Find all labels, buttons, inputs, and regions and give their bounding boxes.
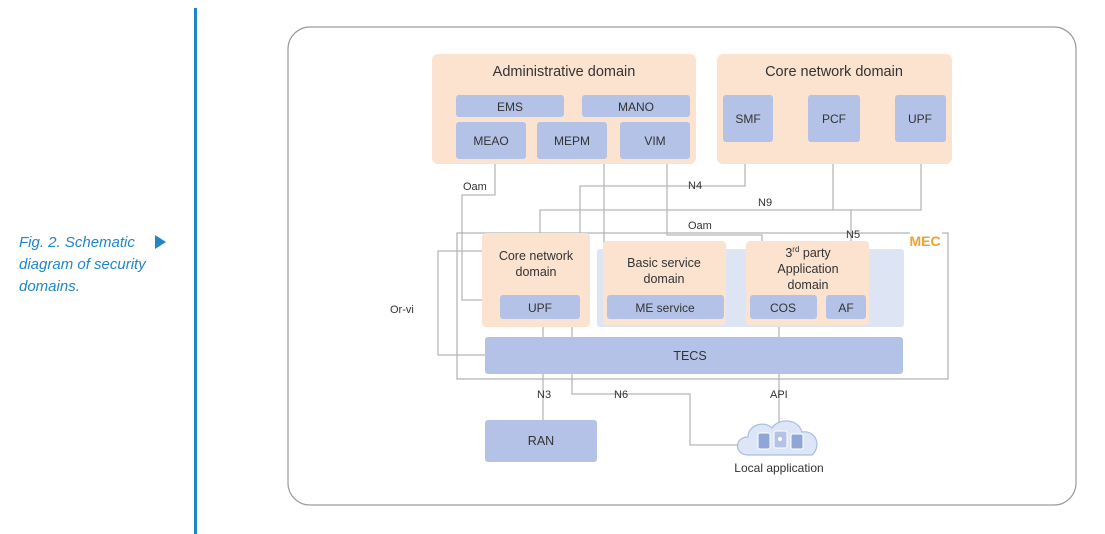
- pcf-label: PCF: [822, 112, 846, 126]
- smf-label: SMF: [735, 112, 760, 126]
- mepm-label: MEPM: [554, 134, 590, 148]
- mec-label: MEC: [909, 233, 940, 249]
- ems-label: EMS: [497, 100, 523, 114]
- caption-arrow-icon: [155, 235, 166, 249]
- ran-label: RAN: [528, 434, 554, 448]
- basic-title-line1: Basic service: [627, 256, 701, 270]
- af-label: AF: [838, 301, 853, 315]
- cloud-icon: [736, 420, 818, 456]
- n6-label: N6: [614, 389, 628, 401]
- mec-label-bg: [910, 226, 942, 240]
- orvi-link-line: [437, 250, 485, 356]
- ran-box: [485, 420, 597, 462]
- ems-box: [456, 95, 564, 117]
- tecs-label: TECS: [673, 349, 706, 363]
- n5-label: N5: [846, 229, 860, 241]
- local-application-label: Local application: [734, 461, 823, 475]
- admin-domain-title: Administrative domain: [493, 64, 636, 80]
- pcf-box: [808, 95, 860, 142]
- cos-label: COS: [770, 301, 796, 315]
- me-service-label: ME service: [635, 301, 695, 315]
- upf-mec-label: UPF: [528, 301, 552, 315]
- upf-top-label: UPF: [908, 112, 932, 126]
- meao-label: MEAO: [473, 134, 508, 148]
- third-title-line2: Application: [777, 262, 838, 276]
- third-title-line3: domain: [788, 278, 829, 292]
- basic-title-line2: domain: [644, 272, 685, 286]
- core-domain-title: Core network domain: [765, 64, 903, 80]
- mano-box: [582, 95, 690, 117]
- orvi-label: Or-vi: [390, 304, 414, 316]
- smf-box: [723, 95, 773, 142]
- upf-top-box: [895, 95, 946, 142]
- third-title-line1: 3rd party: [785, 245, 831, 260]
- oam-label-1: Oam: [463, 181, 487, 193]
- n3-label: N3: [537, 389, 551, 401]
- upf-mec-box: [500, 295, 580, 319]
- api-label: API: [770, 389, 788, 401]
- meao-box: [456, 122, 526, 159]
- tecs-box: [485, 337, 903, 374]
- oam-link-line: [461, 159, 500, 301]
- mano-label: MANO: [618, 100, 654, 114]
- n4-label: N4: [688, 180, 702, 192]
- caption-divider: [194, 8, 197, 534]
- n9-label: N9: [758, 197, 772, 209]
- figure-caption: Fig. 2. Schematic diagram of security do…: [19, 234, 146, 295]
- oam-label-2: Oam: [688, 220, 712, 232]
- cos-box: [750, 295, 817, 319]
- af-box: [826, 295, 866, 319]
- vim-box: [620, 122, 690, 159]
- core-mec-title-line1: Core network: [499, 249, 574, 263]
- me-service-box: [607, 295, 724, 319]
- vim-label: VIM: [644, 134, 665, 148]
- mepm-box: [537, 122, 607, 159]
- core-mec-title-line2: domain: [516, 265, 557, 279]
- mec-container: [456, 232, 949, 380]
